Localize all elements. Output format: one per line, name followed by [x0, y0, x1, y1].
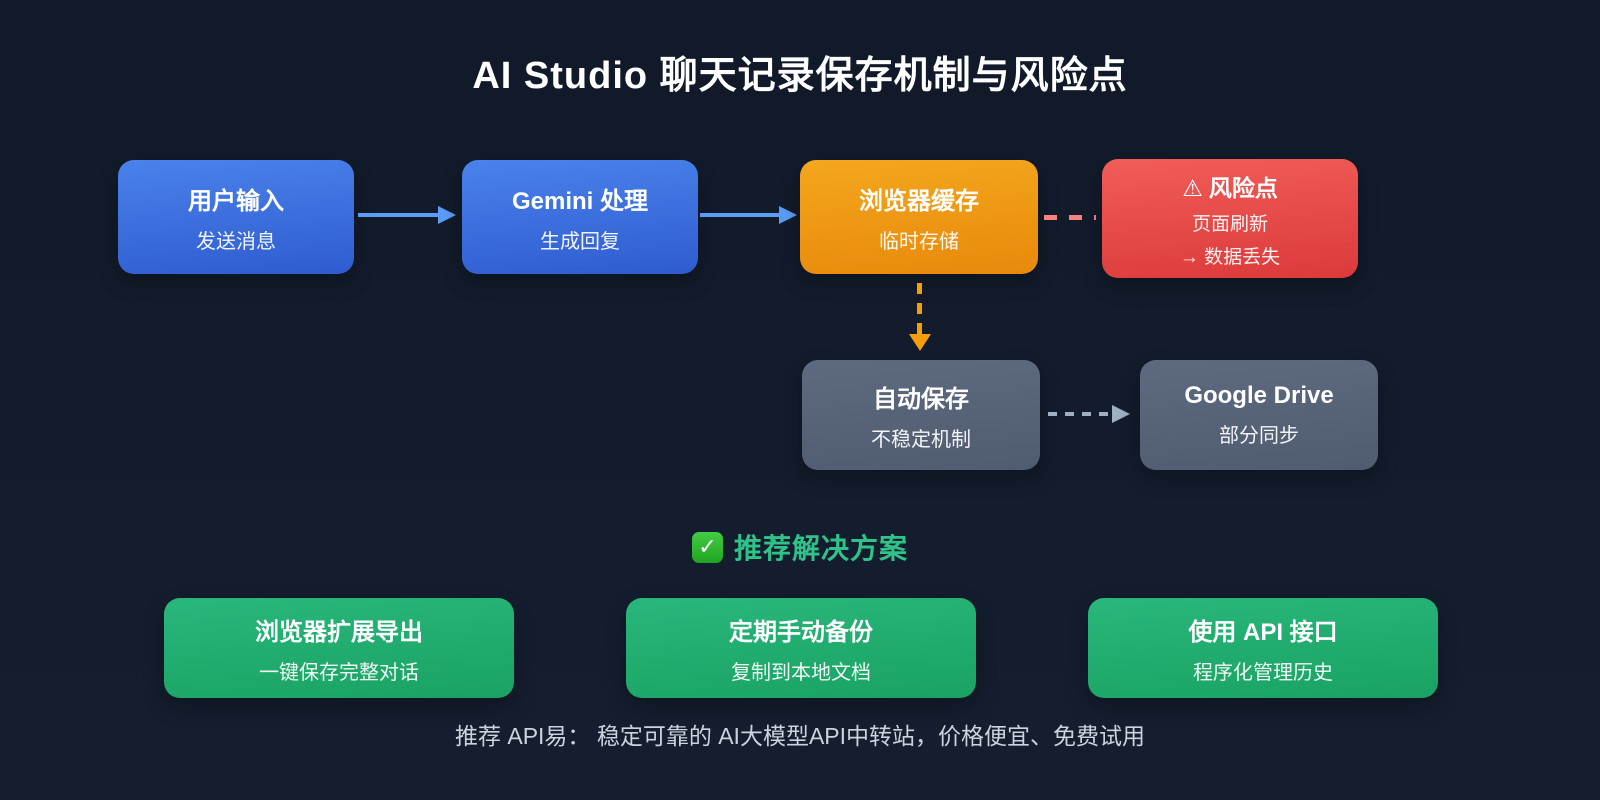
node-risk: ⚠风险点 页面刷新 → 数据丢失 [1102, 159, 1358, 278]
solution-card-manual-backup: 定期手动备份 复制到本地文档 [626, 598, 976, 698]
arrow-right-icon [438, 206, 456, 224]
node-title: Google Drive [1184, 382, 1334, 409]
node-browser-cache: 浏览器缓存 临时存储 [800, 160, 1038, 274]
node-user-input: 用户输入 发送消息 [118, 160, 354, 274]
arrow-right-icon [779, 206, 797, 224]
solutions-heading: ✓ 推荐解决方案 [0, 527, 1600, 567]
risk-line-1: 页面刷新 [1191, 213, 1268, 235]
node-title: 浏览器缓存 [859, 187, 979, 215]
page-title: AI Studio 聊天记录保存机制与风险点 [472, 55, 1128, 97]
solution-card-api: 使用 API 接口 程序化管理历史 [1088, 598, 1438, 698]
arrow-right-icon [1112, 405, 1130, 423]
node-subtitle: 临时存储 [879, 230, 959, 253]
dashed-arrow-cache-to-autosave [917, 283, 922, 334]
solution-subtitle: 一键保存完整对话 [259, 661, 419, 684]
arrow-user-to-gemini [358, 213, 439, 217]
node-subtitle: 部分同步 [1219, 425, 1299, 447]
node-title: Gemini 处理 [511, 187, 649, 215]
check-icon: ✓ [691, 531, 723, 563]
warning-icon: ⚠ [1182, 174, 1203, 201]
node-subtitle: 生成回复 [540, 230, 620, 253]
solution-subtitle: 程序化管理历史 [1193, 661, 1333, 684]
risk-line-2: → 数据丢失 [1179, 246, 1281, 268]
solution-subtitle: 复制到本地文档 [731, 661, 871, 684]
solutions-heading-label: 推荐解决方案 [733, 533, 908, 564]
solution-title: 浏览器扩展导出 [255, 618, 423, 646]
node-google-drive: Google Drive 部分同步 [1140, 360, 1378, 470]
solution-title: 定期手动备份 [729, 618, 873, 646]
node-title: 自动保存 [873, 385, 969, 413]
arrow-down-icon [909, 334, 931, 351]
footer-note: 推荐 API易： 稳定可靠的 AI大模型API中转站，价格便宜、免费试用 [454, 723, 1146, 749]
solution-title: 使用 API 接口 [1188, 618, 1338, 646]
node-title: 用户输入 [188, 187, 284, 215]
node-autosave: 自动保存 不稳定机制 [802, 360, 1040, 470]
solution-card-browser-extension: 浏览器扩展导出 一键保存完整对话 [164, 598, 514, 698]
node-subtitle: 不稳定机制 [871, 428, 971, 451]
dashed-arrow-autosave-to-gdrive [1048, 412, 1110, 416]
arrow-gemini-to-cache [700, 213, 780, 217]
node-title: ⚠风险点 [1182, 174, 1278, 201]
node-subtitle: 发送消息 [196, 230, 276, 253]
node-gemini: Gemini 处理 生成回复 [462, 160, 698, 274]
dashed-line-cache-to-risk [1044, 215, 1096, 220]
